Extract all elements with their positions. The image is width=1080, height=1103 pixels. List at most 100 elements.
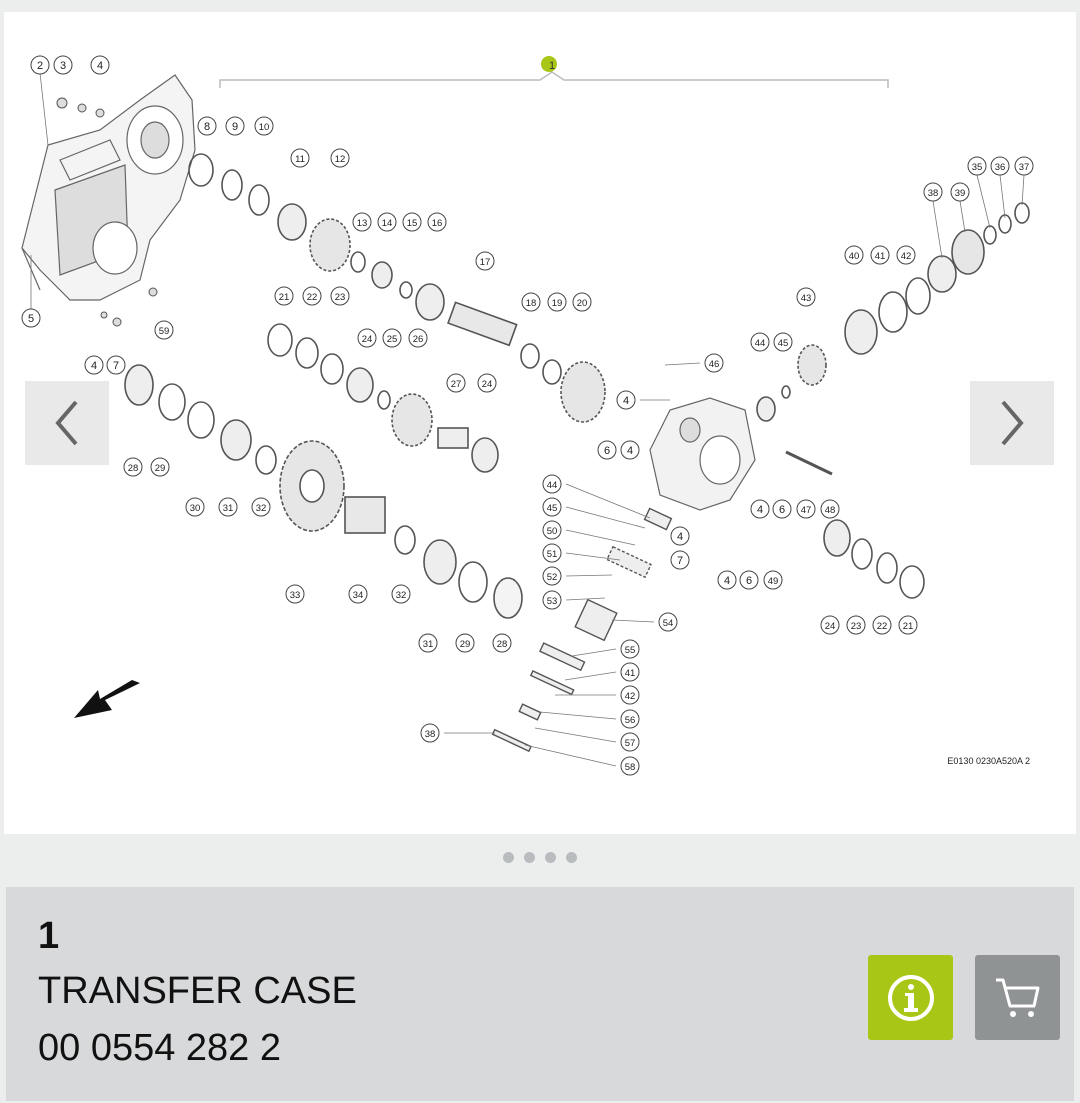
callout-34[interactable]: 34 [348, 584, 368, 604]
exploded-parts-diagram[interactable]: 1 [4, 12, 1076, 834]
callout-19[interactable]: 19 [547, 292, 567, 312]
callout-42[interactable]: 42 [620, 685, 640, 705]
add-to-cart-button[interactable] [975, 955, 1060, 1040]
callout-42[interactable]: 42 [896, 245, 916, 265]
callout-number: 25 [387, 334, 398, 345]
callout-24[interactable]: 24 [477, 373, 497, 393]
callout-26[interactable]: 26 [408, 328, 428, 348]
callout-number: 30 [190, 503, 201, 514]
callout-15[interactable]: 15 [402, 212, 422, 232]
callout-43[interactable]: 43 [796, 287, 816, 307]
callout-50[interactable]: 50 [542, 520, 562, 540]
callout-21[interactable]: 21 [898, 615, 918, 635]
callout-38[interactable]: 38 [923, 182, 943, 202]
callout-48[interactable]: 48 [820, 499, 840, 519]
callout-29[interactable]: 29 [455, 633, 475, 653]
callout-54[interactable]: 54 [658, 612, 678, 632]
callout-32[interactable]: 32 [251, 497, 271, 517]
callout-8[interactable]: 8 [197, 116, 217, 136]
callout-25[interactable]: 25 [382, 328, 402, 348]
previous-image-button[interactable] [25, 381, 109, 465]
lower-gear-train [124, 364, 523, 619]
callout-31[interactable]: 31 [218, 497, 238, 517]
callout-4[interactable]: 4 [84, 355, 104, 375]
callout-2[interactable]: 2 [30, 55, 50, 75]
callout-52[interactable]: 52 [542, 566, 562, 586]
group-label-marker[interactable] [541, 56, 557, 72]
callout-20[interactable]: 20 [572, 292, 592, 312]
callout-44[interactable]: 44 [750, 332, 770, 352]
callout-28[interactable]: 28 [492, 633, 512, 653]
callout-35[interactable]: 35 [967, 156, 987, 176]
callout-22[interactable]: 22 [302, 286, 322, 306]
callout-7[interactable]: 7 [670, 550, 690, 570]
callout-16[interactable]: 16 [427, 212, 447, 232]
callout-45[interactable]: 45 [773, 332, 793, 352]
callout-28[interactable]: 28 [123, 457, 143, 477]
callout-14[interactable]: 14 [377, 212, 397, 232]
callout-18[interactable]: 18 [521, 292, 541, 312]
callout-56[interactable]: 56 [620, 709, 640, 729]
callout-47[interactable]: 47 [796, 499, 816, 519]
callout-41[interactable]: 41 [620, 662, 640, 682]
callout-33[interactable]: 33 [285, 584, 305, 604]
callout-6[interactable]: 6 [597, 440, 617, 460]
callout-24[interactable]: 24 [820, 615, 840, 635]
next-image-button[interactable] [970, 381, 1054, 465]
callout-9[interactable]: 9 [225, 116, 245, 136]
callout-31[interactable]: 31 [418, 633, 438, 653]
callout-number: 28 [128, 463, 139, 474]
callout-21[interactable]: 21 [274, 286, 294, 306]
callout-41[interactable]: 41 [870, 245, 890, 265]
callout-38[interactable]: 38 [420, 723, 440, 743]
pagination-dot-1[interactable] [503, 852, 514, 863]
callout-4[interactable]: 4 [90, 55, 110, 75]
callout-27[interactable]: 27 [446, 373, 466, 393]
callout-4[interactable]: 4 [750, 499, 770, 519]
callout-59[interactable]: 59 [154, 320, 174, 340]
pagination-dot-4[interactable] [566, 852, 577, 863]
callout-51[interactable]: 51 [542, 543, 562, 563]
callout-4[interactable]: 4 [717, 570, 737, 590]
callout-7[interactable]: 7 [106, 355, 126, 375]
part-info-button[interactable] [868, 955, 953, 1040]
callout-37[interactable]: 37 [1014, 156, 1034, 176]
callout-6[interactable]: 6 [739, 570, 759, 590]
callout-32[interactable]: 32 [391, 584, 411, 604]
callout-58[interactable]: 58 [620, 756, 640, 776]
callout-44[interactable]: 44 [542, 474, 562, 494]
callout-11[interactable]: 11 [290, 148, 310, 168]
callout-29[interactable]: 29 [150, 457, 170, 477]
callout-23[interactable]: 23 [846, 615, 866, 635]
pagination-dot-3[interactable] [545, 852, 556, 863]
callout-36[interactable]: 36 [990, 156, 1010, 176]
callout-4[interactable]: 4 [620, 440, 640, 460]
callout-number: 43 [801, 293, 812, 304]
callout-number: 7 [677, 555, 683, 567]
callout-17[interactable]: 17 [475, 251, 495, 271]
callout-24[interactable]: 24 [357, 328, 377, 348]
callout-13[interactable]: 13 [352, 212, 372, 232]
pagination-dot-2[interactable] [524, 852, 535, 863]
callout-number: 4 [623, 395, 629, 407]
callout-10[interactable]: 10 [254, 116, 274, 136]
callout-23[interactable]: 23 [330, 286, 350, 306]
callout-30[interactable]: 30 [185, 497, 205, 517]
callout-22[interactable]: 22 [872, 615, 892, 635]
callout-49[interactable]: 49 [763, 570, 783, 590]
callout-4[interactable]: 4 [616, 390, 636, 410]
callout-57[interactable]: 57 [620, 732, 640, 752]
callout-12[interactable]: 12 [330, 148, 350, 168]
callout-53[interactable]: 53 [542, 590, 562, 610]
callout-6[interactable]: 6 [772, 499, 792, 519]
callout-number: 31 [423, 639, 434, 650]
callout-39[interactable]: 39 [950, 182, 970, 202]
callout-55[interactable]: 55 [620, 639, 640, 659]
transfer-case-housing [21, 74, 196, 301]
callout-4[interactable]: 4 [670, 526, 690, 546]
callout-40[interactable]: 40 [844, 245, 864, 265]
callout-46[interactable]: 46 [704, 353, 724, 373]
callout-3[interactable]: 3 [53, 55, 73, 75]
callout-45[interactable]: 45 [542, 497, 562, 517]
callout-5[interactable]: 5 [21, 308, 41, 328]
